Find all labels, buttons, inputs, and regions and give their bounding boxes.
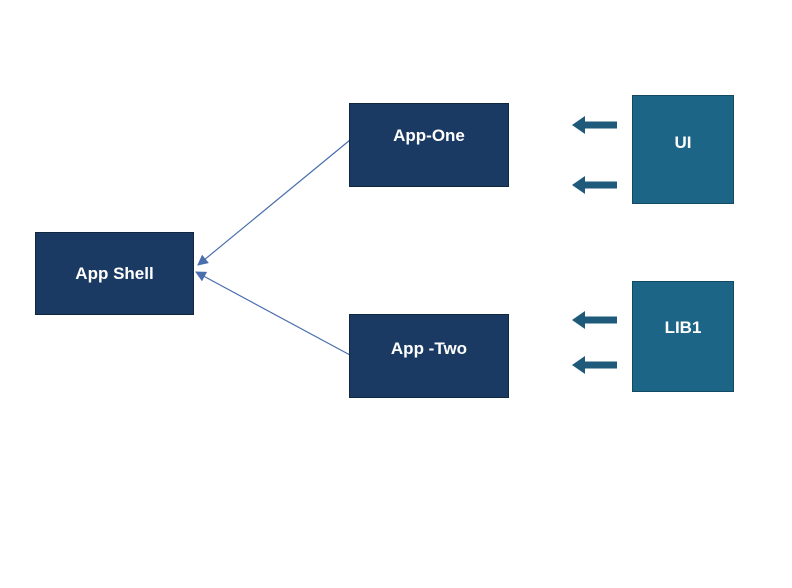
node-lib1: LIB1 bbox=[632, 281, 734, 392]
node-label-lib1: LIB1 bbox=[664, 317, 702, 337]
block-arrow-ui-lower bbox=[572, 176, 617, 194]
node-label-ui: UI bbox=[674, 132, 692, 152]
block-arrow-ui-upper bbox=[572, 116, 617, 134]
node-app-shell: App Shell bbox=[35, 232, 194, 315]
node-app-one: App-One bbox=[349, 103, 509, 187]
connector-app-two-to-app-shell bbox=[195, 271, 351, 356]
block-arrow-lib1-lower bbox=[572, 356, 617, 374]
node-label-app-shell: App Shell bbox=[75, 263, 154, 283]
node-app-two: App -Two bbox=[349, 314, 509, 398]
node-ui: UI bbox=[632, 95, 734, 204]
connector-app-one-to-app-shell bbox=[197, 139, 351, 266]
block-arrow-lib1-upper bbox=[572, 311, 617, 329]
node-label-app-one: App-One bbox=[393, 126, 465, 145]
node-label-app-two: App -Two bbox=[390, 339, 468, 358]
